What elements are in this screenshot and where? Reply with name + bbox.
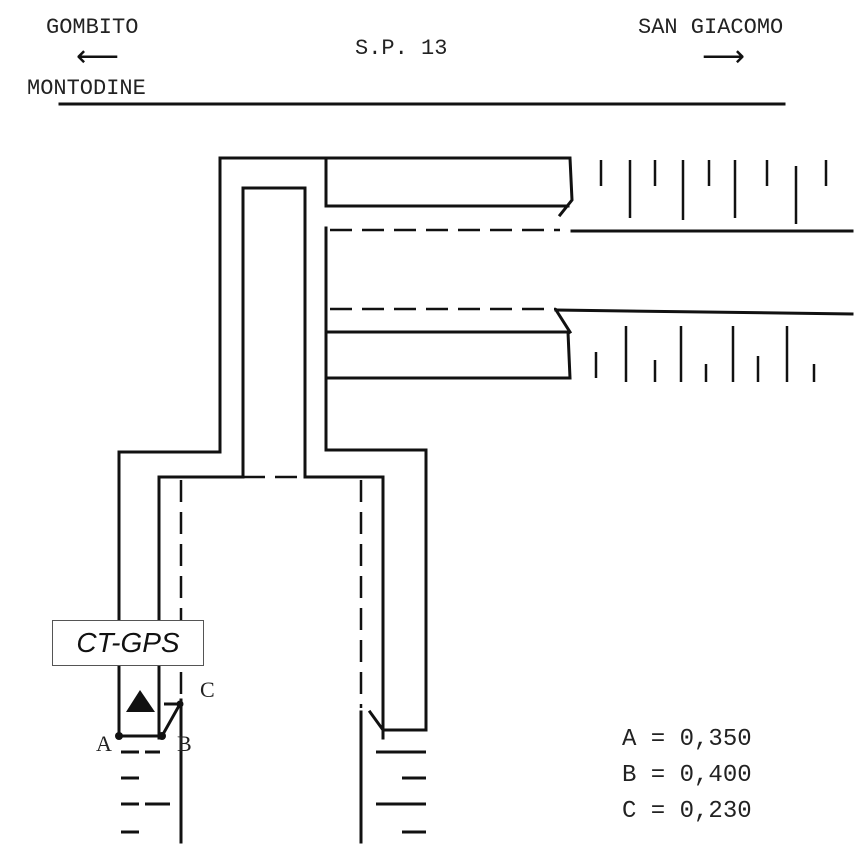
lower-branch-corner [553,307,573,335]
label-road-name: S.P. 13 [355,36,448,61]
segment-b-c [160,703,182,737]
lower-branch-outer [554,308,854,316]
gps-label-box: CT-GPS [52,620,204,666]
label-montodine: MONTODINE [27,76,146,101]
point-c-label: C [200,677,215,702]
point-c-marker [176,700,184,708]
canal-right-wall [324,226,428,732]
arrow-left-icon: ⟵ [76,39,120,74]
canal-outer-left [117,156,574,740]
gps-label: CT-GPS [76,627,180,658]
point-a-label: A [96,731,112,756]
point-a-marker [115,732,123,740]
lower-branch [324,330,572,380]
central-strip [241,186,307,476]
legend-a: A = 0,350 [622,726,752,753]
inner-channel-top-right [303,475,385,740]
outlet-right [367,709,428,732]
gps-triangle-icon [126,690,155,712]
legend-b: B = 0,400 [622,762,752,789]
legend-c: C = 0,230 [622,798,752,825]
point-b-marker [158,732,166,740]
label-san-giacomo: SAN GIACOMO [638,15,784,40]
label-gombito: GOMBITO [46,15,139,40]
upper-branch-inner [324,156,570,208]
point-b-label: B [177,731,192,756]
arrow-right-icon: ⟶ [702,39,746,74]
